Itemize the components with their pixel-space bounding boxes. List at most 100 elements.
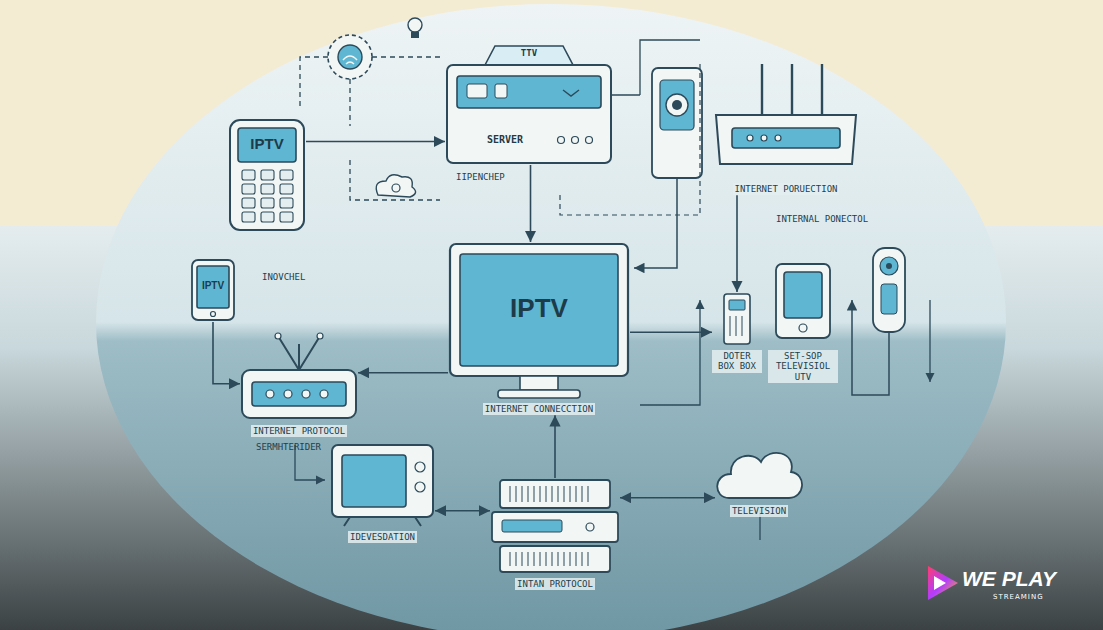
drawing-part [586, 523, 594, 531]
drawing-part [564, 552, 565, 566]
drawing-part [552, 486, 553, 502]
drawing-part [490, 478, 620, 575]
device-art [330, 443, 435, 528]
drawing-part [736, 316, 737, 336]
drawing-part [411, 32, 419, 38]
drawing-part [445, 40, 613, 165]
drawing-part [192, 260, 234, 320]
drawing-part [761, 135, 767, 141]
screen-text: IPTV [460, 294, 618, 323]
drawing-part [266, 390, 274, 398]
device-art: IPTV [190, 258, 236, 322]
screen-text: SERVER [463, 134, 547, 145]
receiver-stack: INTAN PROTOCOL [490, 478, 620, 590]
connector-arrow [306, 141, 445, 143]
drawing-part [252, 382, 346, 406]
drawing-part [240, 330, 358, 422]
drawing-part [742, 316, 743, 336]
drawing-part [576, 552, 577, 566]
monitor-screen: IPTV INTERNET CONNECCTION [448, 242, 630, 415]
device-label: INTERNAL PONECTOL [776, 214, 868, 224]
drawing-part [880, 257, 898, 275]
drawing-part [640, 300, 700, 405]
logo-tagline: STREAMING [993, 593, 1044, 601]
drawing-part [717, 453, 802, 498]
drawing-part [238, 128, 296, 162]
drawing-part [928, 566, 958, 600]
router-device: INTERNET PORUECTION [712, 60, 860, 195]
drawing-part [582, 552, 583, 566]
drawing-part [716, 115, 856, 164]
drawing-part [447, 65, 611, 163]
drawing-part [500, 546, 610, 572]
drawing-part [415, 482, 425, 492]
drawing-part [564, 486, 565, 502]
device-label: TELEVISION [730, 505, 788, 517]
drawing-part [634, 178, 677, 268]
connector-arrow [554, 415, 556, 478]
drawing-part [572, 137, 579, 144]
drawing-part [558, 137, 565, 144]
drawing-part [320, 390, 328, 398]
device-label: INTERNET PORUECTION [733, 183, 840, 195]
logo-wordmark: WE PLAY [962, 567, 1056, 591]
drawing-part [280, 170, 293, 180]
device-art [712, 292, 762, 347]
phone-device: IPTV [190, 258, 236, 322]
drawing-part [96, 4, 1006, 630]
drawing-part [540, 552, 541, 566]
drawing-part [450, 244, 628, 376]
drawing-part [586, 137, 593, 144]
router-device: INTERNET PROTOCOL [240, 330, 358, 437]
device-art [490, 478, 620, 575]
drawing-part [881, 284, 897, 314]
drawing-part [886, 263, 892, 269]
device-label: INTERNET CONNECCTION [483, 403, 595, 415]
screen-text: IPTV [238, 136, 296, 153]
drawing-part [500, 480, 610, 508]
device-art: TTVSERVER [445, 40, 613, 165]
drawing-part [278, 336, 320, 370]
drawing-part [280, 212, 293, 222]
drawing-part [261, 170, 274, 180]
drawing-part [242, 170, 255, 180]
drawing-part [534, 552, 535, 566]
drawing-part [522, 486, 523, 502]
drawing-part [302, 390, 310, 398]
drawing-part [261, 184, 274, 194]
device-label: IDEVESDATION [348, 531, 417, 543]
drawing-part [546, 552, 547, 566]
drawing-part [520, 376, 558, 390]
device-art: IPTV [228, 118, 306, 232]
drawing-part [666, 94, 688, 116]
drawing-part [342, 455, 406, 507]
drawing-part [230, 120, 304, 230]
drawing-part [392, 184, 400, 192]
drawing-part [344, 517, 421, 526]
drawing-part [528, 486, 529, 502]
device-art: IPTV [448, 242, 630, 400]
drawing-part [747, 135, 753, 141]
drawing-part [300, 57, 440, 126]
drawing-part [660, 80, 694, 130]
drawing-part [211, 312, 216, 317]
device-label: SERMHTERIDER [256, 442, 321, 452]
drawing-part [242, 198, 255, 208]
drawing-part [261, 212, 274, 222]
drawing-part [330, 443, 435, 528]
server-box: TTVSERVER [445, 40, 613, 165]
television-device: IDEVESDATION [330, 443, 435, 543]
device-label: INTAN PROTOCOL [515, 578, 595, 590]
drawing-part [242, 184, 255, 194]
drawing-part [502, 520, 562, 532]
connector-arrow [435, 510, 490, 512]
drawing-part [415, 462, 425, 472]
drawing-part [242, 212, 255, 222]
drawing-part [558, 552, 559, 566]
drawing-part [712, 292, 762, 347]
drawing-part [672, 100, 682, 110]
drawing-part [552, 552, 553, 566]
device-art [712, 60, 860, 180]
drawing-part [492, 512, 618, 542]
phone-device: IPTV [228, 118, 306, 232]
